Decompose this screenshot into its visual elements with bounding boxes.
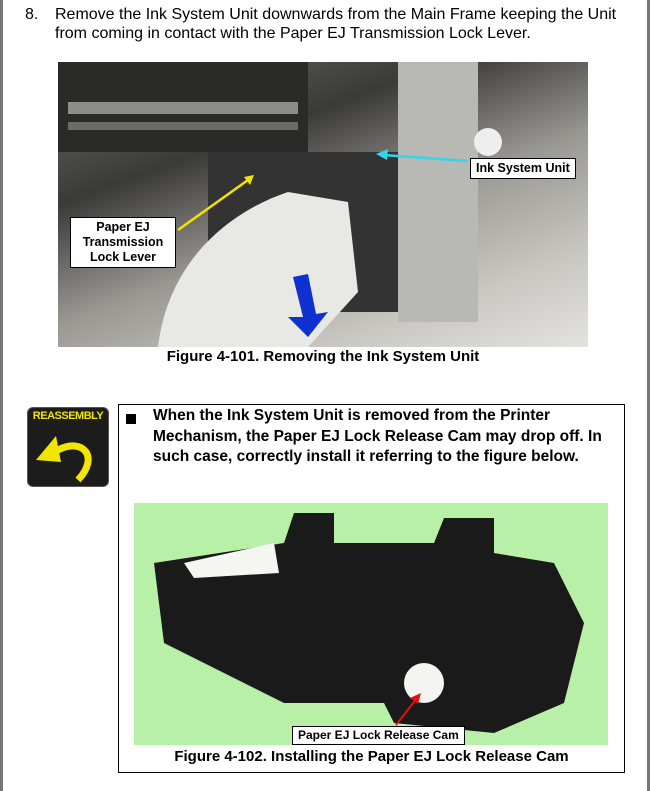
- figure-photo-lock-release-cam: Paper EJ Lock Release Cam: [134, 503, 608, 745]
- reassembly-icon-label: REASSEMBLY: [32, 410, 104, 422]
- bullet-square: [126, 414, 136, 424]
- reassembly-note-box: [118, 404, 625, 773]
- return-arrow-icon: [36, 436, 92, 483]
- step-text: Remove the Ink System Unit downwards fro…: [55, 6, 617, 42]
- label-lock-lever: Paper EJ Transmission Lock Lever: [70, 217, 176, 268]
- label-ink-system-unit: Ink System Unit: [470, 158, 576, 179]
- figure-caption: Figure 4-101. Removing the Ink System Un…: [166, 348, 480, 365]
- photo-illustration: [154, 513, 584, 733]
- reassembly-icon: REASSEMBLY: [27, 407, 109, 487]
- label-lock-release-cam: Paper EJ Lock Release Cam: [292, 726, 465, 745]
- figure-caption: Figure 4-102. Installing the Paper EJ Lo…: [174, 748, 569, 765]
- step-number: 8.: [25, 6, 39, 23]
- figure-photo-removing-ink-system-unit: Ink System Unit Paper EJ Transmission Lo…: [58, 62, 588, 347]
- photo-illustration: [58, 62, 502, 347]
- reassembly-note: When the Ink System Unit is removed from…: [153, 407, 602, 465]
